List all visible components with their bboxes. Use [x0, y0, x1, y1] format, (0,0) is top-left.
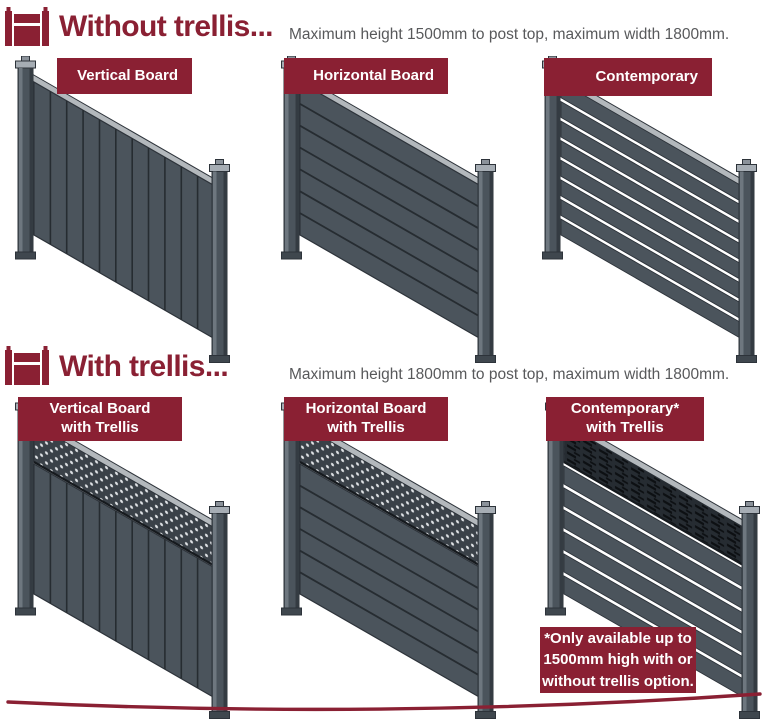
note-line: without trellis option. — [542, 672, 694, 690]
panel-label-contemporary: Contemporary — [544, 58, 712, 96]
section-subtitle-without-trellis: Maximum height 1500mm to post top, maxim… — [289, 26, 730, 43]
note-line: *Only available up to — [544, 630, 692, 648]
note-line: 1500mm high with or — [543, 651, 693, 669]
fence-icon — [5, 5, 49, 47]
panel-label-text2: with Trellis — [327, 419, 405, 436]
panel-label-vertical-board-trellis: Vertical Board with Trellis — [18, 397, 182, 441]
panel-label-text2: with Trellis — [61, 419, 139, 436]
section-title-without-trellis: Without trellis... — [59, 10, 274, 43]
panel-label-text: Contemporary* — [570, 400, 680, 418]
panel-label-horizontal-board-trellis: Horizontal Board with Trellis — [284, 397, 448, 441]
fence-icon — [5, 344, 49, 386]
fence-illustration-contemporary — [531, 55, 768, 373]
panel-label-contemporary-trellis: Contemporary* with Trellis — [546, 397, 704, 441]
fence-illustration-vertical-board — [4, 55, 244, 373]
panel-label-text: Contemporary — [595, 67, 698, 85]
panel-label-horizontal-board: Horizontal Board — [284, 58, 448, 94]
fence-illustration-vertical-board-trellis — [4, 396, 244, 727]
panel-label-text: Vertical Board — [77, 66, 178, 84]
fence-illustration-horizontal-board-trellis — [270, 396, 510, 727]
panel-label-text: Vertical Board — [49, 400, 151, 418]
panel-label-text: Horizontal Board — [305, 400, 427, 418]
panel-label-vertical-board: Vertical Board — [57, 58, 192, 94]
panel-label-text: Horizontal Board — [313, 66, 434, 84]
fence-illustration-horizontal-board — [270, 55, 510, 373]
fence-illustration-contemporary-trellis — [534, 396, 768, 727]
bottom-swoosh-line — [0, 686, 768, 728]
availability-note: *Only available up to 1500mm high with o… — [540, 627, 696, 693]
section-subtitle-with-trellis: Maximum height 1800mm to post top, maxim… — [289, 366, 730, 383]
panel-label-text2: with Trellis — [586, 419, 664, 436]
section-title-with-trellis: With trellis... — [59, 350, 229, 383]
